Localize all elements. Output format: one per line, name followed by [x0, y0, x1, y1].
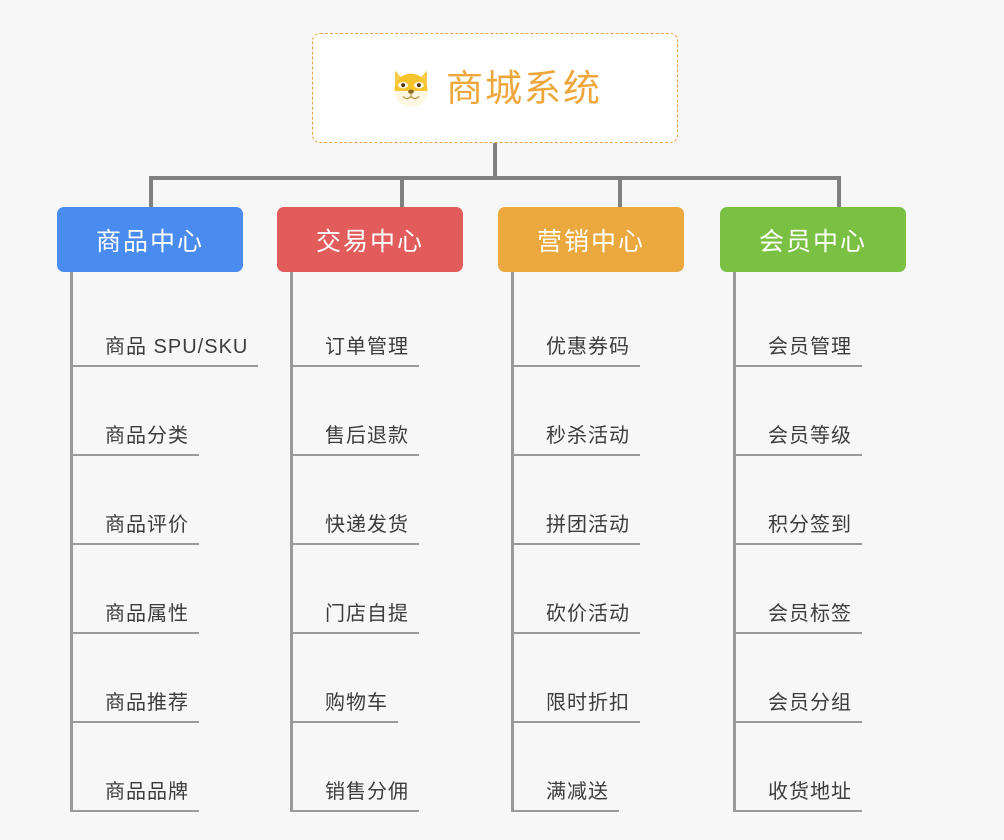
list-item[interactable]: 商品分类 [73, 367, 276, 456]
leaf-label: 快递发货 [293, 513, 419, 545]
list-item[interactable]: 会员分组 [736, 634, 939, 723]
connector-horizontal-bus [149, 176, 841, 180]
list-item[interactable]: 门店自提 [293, 545, 496, 634]
leaf-list-product: 商品 SPU/SKU 商品分类 商品评价 商品属性 商品推荐 商品品牌 [70, 272, 276, 812]
leaf-label: 商品分类 [73, 424, 199, 456]
leaf-label: 会员管理 [736, 335, 862, 367]
leaf-label: 销售分佣 [293, 780, 419, 812]
category-header-product[interactable]: 商品中心 [57, 207, 243, 272]
root-node[interactable]: 商城系统 [312, 33, 678, 143]
leaf-label: 秒杀活动 [514, 424, 640, 456]
list-item[interactable]: 商品评价 [73, 456, 276, 545]
list-item[interactable]: 积分签到 [736, 456, 939, 545]
category-header-marketing[interactable]: 营销中心 [498, 207, 684, 272]
leaf-label: 门店自提 [293, 602, 419, 634]
leaf-label: 购物车 [293, 691, 398, 723]
leaf-label: 会员等级 [736, 424, 862, 456]
leaf-label: 拼团活动 [514, 513, 640, 545]
list-item[interactable]: 商品 SPU/SKU [73, 278, 276, 367]
leaf-label: 商品评价 [73, 513, 199, 545]
list-item[interactable]: 商品属性 [73, 545, 276, 634]
connector-drop-1 [400, 176, 404, 207]
connector-root-stem [493, 143, 497, 179]
leaf-list-member: 会员管理 会员等级 积分签到 会员标签 会员分组 收货地址 [733, 272, 939, 812]
list-item[interactable]: 购物车 [293, 634, 496, 723]
leaf-label: 会员标签 [736, 602, 862, 634]
category-column-product: 商品中心 商品 SPU/SKU 商品分类 商品评价 商品属性 商品推荐 商品品牌 [57, 207, 276, 812]
list-item[interactable]: 商品推荐 [73, 634, 276, 723]
list-item[interactable]: 满减送 [514, 723, 717, 812]
list-item[interactable]: 收货地址 [736, 723, 939, 812]
list-item[interactable]: 会员等级 [736, 367, 939, 456]
leaf-label: 会员分组 [736, 691, 862, 723]
leaf-label: 积分签到 [736, 513, 862, 545]
category-header-member[interactable]: 会员中心 [720, 207, 906, 272]
leaf-label: 优惠券码 [514, 335, 640, 367]
leaf-label: 商品属性 [73, 602, 199, 634]
category-header-trade[interactable]: 交易中心 [277, 207, 463, 272]
leaf-list-marketing: 优惠券码 秒杀活动 拼团活动 砍价活动 限时折扣 满减送 [511, 272, 717, 812]
category-columns: 商品中心 商品 SPU/SKU 商品分类 商品评价 商品属性 商品推荐 商品品牌… [0, 207, 1004, 812]
list-item[interactable]: 拼团活动 [514, 456, 717, 545]
category-column-marketing: 营销中心 优惠券码 秒杀活动 拼团活动 砍价活动 限时折扣 满减送 [498, 207, 717, 812]
connector-drop-3 [837, 176, 841, 207]
list-item[interactable]: 秒杀活动 [514, 367, 717, 456]
list-item[interactable]: 优惠券码 [514, 278, 717, 367]
category-header-label: 营销中心 [536, 227, 645, 256]
category-header-label: 商品中心 [95, 227, 204, 256]
list-item[interactable]: 商品品牌 [73, 723, 276, 812]
list-item[interactable]: 砍价活动 [514, 545, 717, 634]
leaf-label: 收货地址 [736, 780, 862, 812]
leaf-label: 售后退款 [293, 424, 419, 456]
category-header-label: 会员中心 [758, 227, 867, 256]
list-item[interactable]: 快递发货 [293, 456, 496, 545]
connector-drop-2 [618, 176, 622, 207]
leaf-label: 砍价活动 [514, 602, 640, 634]
list-item[interactable]: 销售分佣 [293, 723, 496, 812]
list-item[interactable]: 会员标签 [736, 545, 939, 634]
category-header-label: 交易中心 [315, 227, 424, 256]
connector-drop-0 [149, 176, 153, 207]
leaf-label: 限时折扣 [514, 691, 640, 723]
root-title: 商城系统 [446, 67, 602, 109]
leaf-list-trade: 订单管理 售后退款 快递发货 门店自提 购物车 销售分佣 [290, 272, 496, 812]
leaf-label: 商品 SPU/SKU [73, 335, 259, 367]
dog-face-icon [394, 70, 428, 107]
category-column-member: 会员中心 会员管理 会员等级 积分签到 会员标签 会员分组 收货地址 [720, 207, 939, 812]
leaf-label: 商品推荐 [73, 691, 199, 723]
leaf-label: 商品品牌 [73, 780, 199, 812]
category-column-trade: 交易中心 订单管理 售后退款 快递发货 门店自提 购物车 销售分佣 [277, 207, 496, 812]
list-item[interactable]: 限时折扣 [514, 634, 717, 723]
leaf-label: 订单管理 [293, 335, 419, 367]
leaf-label: 满减送 [514, 780, 619, 812]
list-item[interactable]: 会员管理 [736, 278, 939, 367]
list-item[interactable]: 售后退款 [293, 367, 496, 456]
list-item[interactable]: 订单管理 [293, 278, 496, 367]
